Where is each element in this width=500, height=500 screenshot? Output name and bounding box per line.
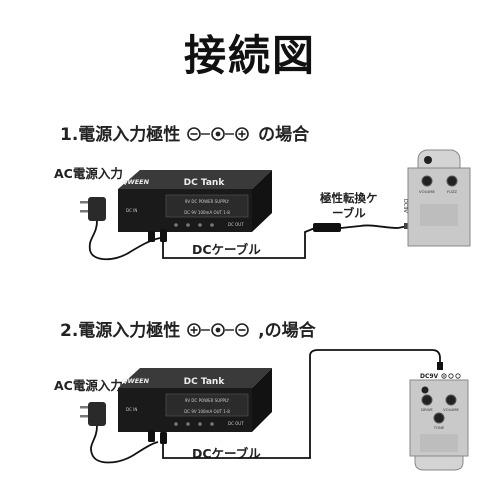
- section1-polarity-converter: [313, 223, 341, 232]
- section2-pedal-knob-center-label: TONE: [433, 425, 445, 430]
- section1-heading-suffix: の場合: [258, 125, 310, 145]
- section2-device-input-text: DC IN: [126, 407, 137, 412]
- section1-polarity-cable-label-1: 極性転換ケ: [320, 191, 378, 205]
- section2-device-outputs-text: DC 9V 100mA OUT 1-8: [184, 409, 230, 414]
- section1-device-input-text: DC IN: [126, 208, 137, 213]
- section1-ac-adapter: [80, 197, 161, 261]
- section1-ac-label: AC電源入力: [54, 166, 123, 181]
- section2-pedal-led-icon: [421, 386, 429, 394]
- section1-device-out-text: DC OUT: [228, 222, 244, 227]
- section1-power-supply-device: QWEEN DC Tank 9V DC POWER SUPPLY DC 9V 1…: [118, 170, 272, 232]
- section2-plugs: [148, 349, 443, 459]
- section1-pedal-knob-left: [421, 175, 433, 187]
- section2-pedal-knob-right: [445, 394, 457, 406]
- section1-pedal-knob-left-label: VOLUME: [419, 189, 436, 194]
- center-positive-polarity-icon: [187, 323, 250, 337]
- section1-device-brand: QWEEN: [122, 178, 150, 186]
- section1-pedal-jack-label: DC9V: [402, 199, 408, 214]
- section2-pedal-knob-left: [421, 394, 433, 406]
- page-title: 接続図: [183, 31, 316, 80]
- section2-device-out-text: DC OUT: [228, 421, 244, 426]
- section2-pedal-knob-center: [433, 412, 445, 424]
- section2-heading-text: 2.電源入力極性: [60, 321, 181, 341]
- section2-ac-adapter: [80, 402, 159, 464]
- section1-device-name: DC Tank: [184, 178, 226, 188]
- section2-device-subtitle: 9V DC POWER SUPPLY: [185, 398, 230, 403]
- section2-device-brand: QWEEN: [122, 377, 150, 385]
- section2-dc-cable-label: DCケーブル: [192, 446, 261, 461]
- section2-pedal-knob-right-label: VOLUME: [443, 407, 460, 412]
- section2-heading-suffix: ,の場合: [258, 321, 316, 341]
- center-negative-polarity-icon: [187, 127, 250, 141]
- section2-pedal-jack-label: DC9V: [420, 373, 439, 380]
- section2-pedal-jack-polarity-icon: [441, 373, 461, 379]
- section1-effect-pedal: VOLUME FUZZ DC9V: [402, 149, 471, 247]
- section1-device-subtitle: 9V DC POWER SUPPLY: [185, 199, 230, 204]
- section1-polarity-cable-label-2: ーブル: [332, 206, 366, 220]
- section1-heading: 1.電源入力極性 の場合: [60, 120, 309, 145]
- section1-heading-text: 1.電源入力極性: [60, 125, 181, 145]
- section2-effect-pedal: DRIVE VOLUME TONE: [409, 379, 469, 471]
- section1-pedal-led-icon: [424, 156, 432, 164]
- section1-device-outputs-text: DC 9V 100mA OUT 1-8: [184, 210, 230, 215]
- section1-pedal-knob-right: [446, 175, 458, 187]
- section2-device-name: DC Tank: [184, 377, 226, 387]
- section2-ac-label: AC電源入力: [54, 378, 123, 393]
- section1-pedal-knob-right-label: FUZZ: [447, 189, 457, 194]
- section2-heading: 2.電源入力極性 ,の場合: [60, 316, 316, 341]
- section1-dc-cable-label: DCケーブル: [192, 242, 261, 257]
- section1-plugs: [148, 223, 412, 259]
- section2-power-supply-device: QWEEN DC Tank 9V DC POWER SUPPLY DC 9V 1…: [118, 368, 272, 432]
- section2-pedal-knob-left-label: DRIVE: [421, 407, 433, 412]
